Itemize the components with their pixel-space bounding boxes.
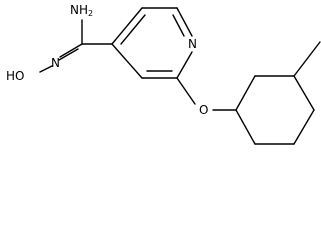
bond-cy-6-1 <box>235 109 256 145</box>
bond-ring-c5-c4 <box>111 43 143 79</box>
atom-label-nh2: NH2 <box>70 3 93 18</box>
atom-label-ether-o: O <box>199 103 208 117</box>
bond-ring-o <box>176 77 196 105</box>
molecule-structure: NH2 N HO N O <box>6 3 321 145</box>
bond-c-n-double-1 <box>59 43 83 58</box>
bond-layer <box>39 7 321 145</box>
bond-c-n-double-2 <box>58 48 79 61</box>
bond-cy-4-5 <box>293 109 315 145</box>
atom-label-oxime-n: N <box>51 56 60 70</box>
bond-ring-inner-1 <box>120 14 146 45</box>
bond-ring-n1-c6 <box>176 51 193 79</box>
atom-label-oxime-oh: HO <box>6 69 24 83</box>
bond-ring-c2-n1 <box>176 7 193 37</box>
bond-methyl <box>293 41 321 77</box>
bond-cy-1-2 <box>235 75 256 111</box>
bond-ring-c4-c3 <box>111 7 143 45</box>
atom-label-pyridine-n: N <box>188 37 197 51</box>
bond-ring-inner-2 <box>172 14 185 37</box>
bond-cy-3-4 <box>293 75 315 111</box>
atom-label-layer: NH2 N HO N O <box>6 3 208 117</box>
bond-n-o <box>39 65 53 73</box>
